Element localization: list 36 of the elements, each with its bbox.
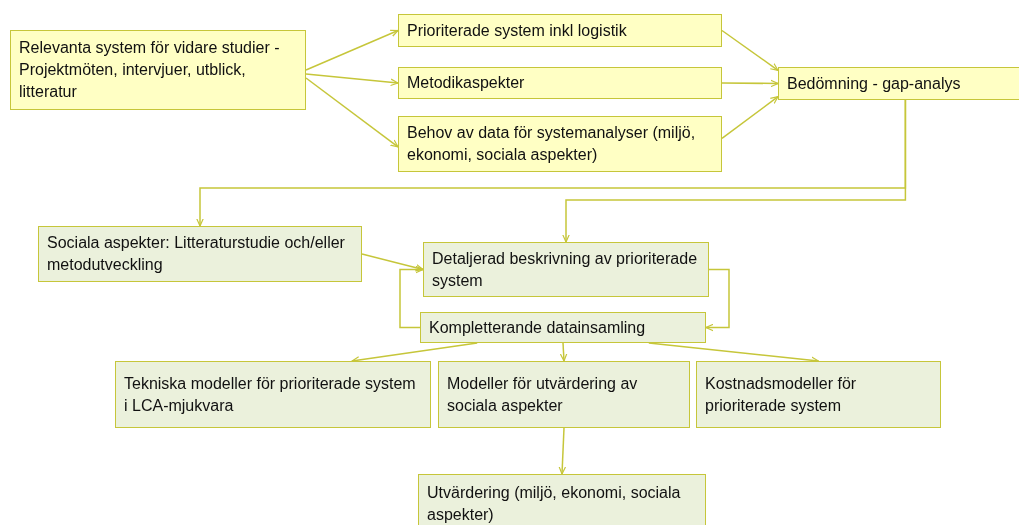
process-box [438,361,690,428]
arrow [399,265,424,329]
box-label: Tekniska modeller för prioriterade system i LCA-mjukvara [124,373,417,416]
process-box [398,67,722,99]
process-box [696,361,941,428]
arrow [361,253,424,272]
box-label: Kostnadsmodeller för prioriterade system [705,373,858,416]
box-label: Kompletterande datainsamling [429,317,646,338]
box-label: Behov av data för systemanalyser (miljö, ekonomi, sociala aspekter) [407,123,697,165]
arrow [305,29,399,71]
box-label: Modeller för utvärdering av sociala aspekter [447,373,639,416]
process-box [115,361,431,428]
process-box [38,226,362,282]
arrow [305,73,399,87]
box-label: Sociala aspekter: Litteraturstudie och/eller metodutveckling [47,233,346,275]
process-box [10,30,306,110]
box-label: Utvärdering (miljö, ekonomi, sociala aspekter) [427,483,682,525]
process-box [423,242,709,297]
process-box [778,67,1019,100]
box-label: Bedömning - gap-analys [787,73,961,94]
arrow [705,268,730,332]
arrow [721,29,779,72]
arrow [562,99,907,243]
process-box [420,312,706,343]
process-box [418,474,706,525]
process-box [398,116,722,172]
arrow [305,77,399,148]
box-label: Metodikaspekter [407,73,525,93]
box-label: Prioriterade system inkl logistik [407,20,627,41]
arrow [721,79,779,88]
arrow [721,95,779,140]
box-label: Detaljerad beskrivning av prioriterade system [432,248,699,291]
process-box [398,14,722,47]
box-label: Relevanta system för vidare studier - Projektmöten, intervjuer, utblick, litteratur [19,38,281,102]
arrow [559,342,568,362]
arrow [558,427,567,475]
